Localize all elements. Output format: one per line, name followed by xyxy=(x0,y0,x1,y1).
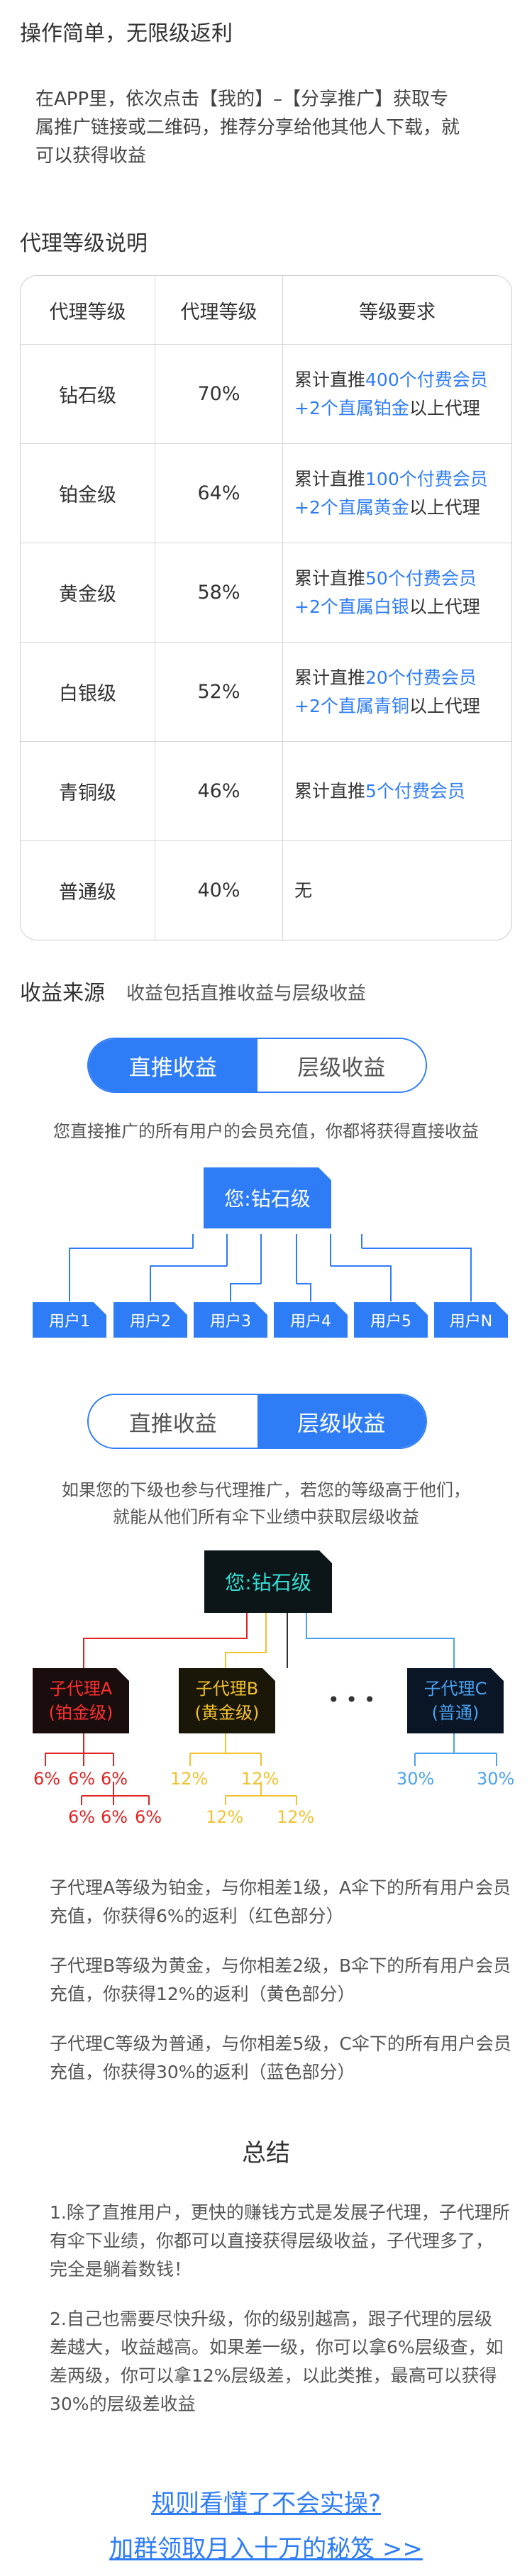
table-row: 青铜级 46% 累计直推5个付费会员 xyxy=(21,742,511,841)
table-row: 普通级 40% 无 xyxy=(21,841,511,940)
table-header: 代理等级 xyxy=(21,276,155,345)
level-caption-line-2: 就能从他们所有伞下业绩中获取层级收益 xyxy=(113,1507,419,1527)
level-rate: 52% xyxy=(155,643,283,742)
level-requirement: 累计直推50个付费会员 +2个直属白银以上代理 xyxy=(283,543,511,643)
level-rate: 58% xyxy=(155,543,283,643)
level-root-node: 您:钻石级 xyxy=(204,1550,332,1613)
level-tree-lines xyxy=(45,1613,497,1805)
user-node: 用户1 xyxy=(33,1302,106,1338)
summary-heading: 总结 xyxy=(242,2139,290,2167)
agent-a-node: 子代理A(铂金级) xyxy=(33,1668,129,1733)
pct-b: 12% xyxy=(206,1807,244,1827)
tab-direct-income[interactable]: 直推收益 xyxy=(89,1395,257,1448)
level-rate: 46% xyxy=(155,742,283,841)
cta-link-line-2[interactable]: 加群领取月入十万的秘笈 >> xyxy=(109,2535,423,2563)
agent-b-node: 子代理B(黄金级) xyxy=(179,1668,275,1733)
levels-heading: 代理等级说明 xyxy=(20,231,148,256)
level-rate: 40% xyxy=(155,841,283,940)
level-caption-line-1: 如果您的下级也参与代理推广，若您的等级高于他们， xyxy=(62,1480,470,1500)
note-agent-b-line-2: 充值，你获得12%的返利（黄色部分） xyxy=(50,1984,355,2004)
intro-text-line-1: 在APP里，依次点击【我的】–【分享推广】获取专 xyxy=(35,89,449,110)
pct-a: 6% xyxy=(135,1807,162,1827)
levels-table: 代理等级 代理等级 等级要求 钻石级 70% 累计直推400个付费会员 +2个直… xyxy=(20,275,512,940)
table-row: 黄金级 58% 累计直推50个付费会员 +2个直属白银以上代理 xyxy=(21,543,511,643)
note-agent-c-line-1: 子代理C等级为普通，与你相差5级，C伞下的所有用户会员 xyxy=(50,2033,511,2054)
level-name: 白银级 xyxy=(21,643,155,742)
table-header: 等级要求 xyxy=(283,276,511,345)
level-name: 黄金级 xyxy=(21,543,155,643)
intro-text-line-3: 可以获得收益 xyxy=(35,145,147,167)
agent-c-node: 子代理C(普通) xyxy=(407,1668,504,1733)
pct-a: 6% xyxy=(101,1769,128,1789)
income-tabs-level: 直推收益 层级收益 xyxy=(87,1394,427,1449)
table-row: 白银级 52% 累计直推20个付费会员 +2个直属青铜以上代理 xyxy=(21,643,511,742)
level-rate: 70% xyxy=(155,345,283,444)
user-node: 用户N xyxy=(434,1302,508,1338)
table-header: 代理等级 xyxy=(155,276,283,345)
user-node: 用户3 xyxy=(194,1302,267,1338)
summary-p2-line-1: 2.自己也需要尽快升级，你的级别越高，跟子代理的层级 xyxy=(50,2309,492,2329)
tab-level-income[interactable]: 层级收益 xyxy=(257,1039,426,1092)
table-row: 钻石级 70% 累计直推400个付费会员 +2个直属铂金以上代理 xyxy=(21,345,511,444)
level-name: 钻石级 xyxy=(21,345,155,444)
level-requirement: 累计直推400个付费会员 +2个直属铂金以上代理 xyxy=(283,345,511,444)
intro-text-line-2: 属推广链接或二维码，推荐分享给他其他人下载，就 xyxy=(35,117,460,138)
more-agents-ellipsis: • • • xyxy=(328,1688,376,1711)
note-agent-a-line-2: 充值，你获得6%的返利（红色部分） xyxy=(50,1906,344,1926)
level-requirement: 无 xyxy=(294,879,313,901)
pct-a: 6% xyxy=(68,1807,96,1827)
tab-direct-income[interactable]: 直推收益 xyxy=(89,1039,257,1092)
level-requirement: 累计直推100个付费会员 +2个直属黄金以上代理 xyxy=(283,444,511,543)
pct-b: 12% xyxy=(277,1807,315,1827)
pct-a: 6% xyxy=(68,1769,96,1789)
user-node: 用户2 xyxy=(113,1302,187,1338)
pct-a: 6% xyxy=(33,1769,61,1789)
pct-c: 30% xyxy=(477,1769,515,1789)
summary-p1-line-3: 完全是躺着数钱！ xyxy=(50,2259,192,2280)
pct-b: 12% xyxy=(241,1769,279,1789)
level-name: 普通级 xyxy=(21,841,155,940)
summary-p2-line-2: 差越大，收益越高。如果差一级，你可以拿6%层级查，如 xyxy=(50,2337,504,2358)
level-name: 青铜级 xyxy=(21,742,155,841)
intro-heading: 操作简单，无限级返利 xyxy=(20,21,233,46)
note-agent-b-line-1: 子代理B等级为黄金，与你相差2级，B伞下的所有用户会员 xyxy=(50,1955,511,1976)
direct-root-node: 您:钻石级 xyxy=(204,1167,331,1228)
table-header-row: 代理等级 代理等级 等级要求 xyxy=(21,276,511,345)
pct-a: 6% xyxy=(101,1807,128,1827)
user-node: 用户4 xyxy=(274,1302,348,1338)
tab-level-income[interactable]: 层级收益 xyxy=(257,1395,426,1448)
note-agent-a-line-1: 子代理A等级为铂金，与你相差1级，A伞下的所有用户会员 xyxy=(50,1877,511,1898)
cta-link-line-1[interactable]: 规则看懂了不会实操? xyxy=(150,2489,382,2518)
pct-b: 12% xyxy=(170,1769,209,1789)
summary-p1-line-2: 有伞下业绩，你都可以直接获得层级收益，子代理多了， xyxy=(50,2231,494,2251)
direct-caption: 您直接推广的所有用户的会员充值，你都将获得直接收益 xyxy=(53,1121,479,1141)
summary-p1-line-1: 1.除了直推用户，更快的赚钱方式是发展子代理，子代理所 xyxy=(50,2202,510,2223)
level-rate: 64% xyxy=(155,444,283,543)
income-heading: 收益来源 xyxy=(20,981,105,1006)
summary-p2-line-4: 30%的层级差收益 xyxy=(50,2394,196,2414)
level-requirement: 累计直推20个付费会员 +2个直属青铜以上代理 xyxy=(283,643,511,742)
level-name: 铂金级 xyxy=(21,444,155,543)
income-tabs-direct: 直推收益 层级收益 xyxy=(87,1038,427,1093)
note-agent-c-line-2: 充值，你获得30%的返利（蓝色部分） xyxy=(50,2062,355,2082)
pct-c: 30% xyxy=(397,1769,435,1789)
summary-p2-line-3: 差两级，你可以拿12%层级差，以此类推，最高可以获得 xyxy=(50,2365,497,2386)
table-row: 铂金级 64% 累计直推100个付费会员 +2个直属黄金以上代理 xyxy=(21,444,511,543)
user-node: 用户5 xyxy=(354,1302,428,1338)
income-subheading: 收益包括直推收益与层级收益 xyxy=(126,983,367,1004)
direct-tree-lines xyxy=(69,1234,472,1301)
level-requirement: 累计直推5个付费会员 xyxy=(283,742,511,841)
